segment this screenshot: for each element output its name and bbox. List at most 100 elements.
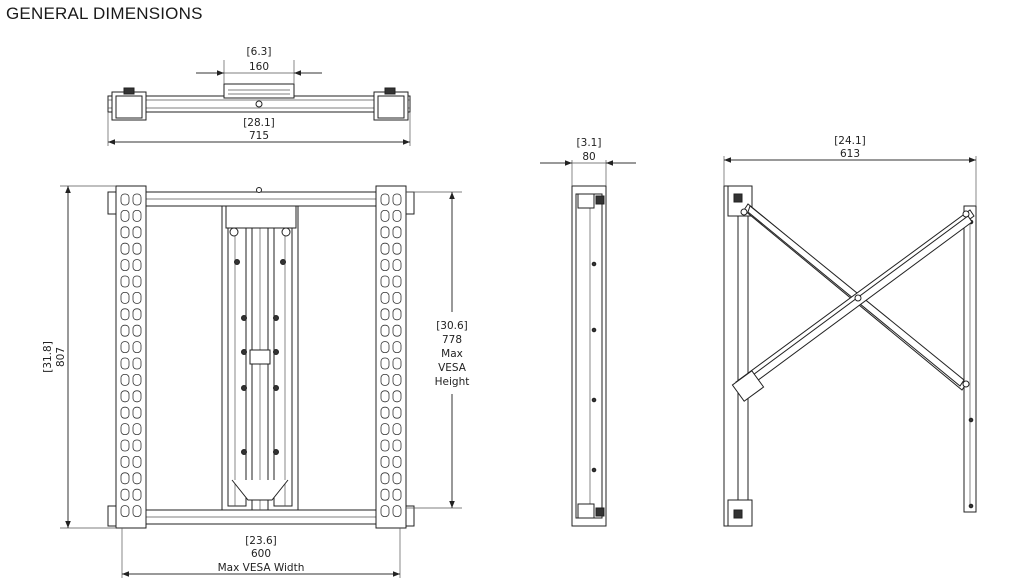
upright-slot	[380, 193, 390, 206]
upright-slot	[120, 242, 130, 255]
upright-slot	[120, 209, 130, 222]
upright-slot	[132, 324, 142, 337]
upright-slot	[380, 423, 390, 436]
upright-slot	[380, 373, 390, 386]
upright-slot	[392, 209, 402, 222]
upright-slot	[120, 324, 130, 337]
upright-slot	[380, 242, 390, 255]
upright-slot	[132, 193, 142, 206]
top-width-inch: [28.1]	[243, 117, 275, 129]
upright-slot	[120, 259, 130, 272]
upright-slot	[392, 472, 402, 485]
upright-slot	[132, 373, 142, 386]
bolt	[273, 449, 279, 455]
upright-slot	[132, 242, 142, 255]
upright-slot	[392, 505, 402, 518]
upright-slot	[380, 439, 390, 452]
upright-slot	[392, 406, 402, 419]
front-right-upright	[375, 185, 407, 529]
bolt	[280, 259, 286, 265]
upright-slot	[120, 390, 130, 403]
upright-slot	[132, 341, 142, 354]
upright-slot	[132, 505, 142, 518]
front-height-inch: [31.8]	[42, 341, 54, 373]
top-view: [6.3] 160 [28.1] 715	[107, 46, 411, 146]
upright-slot	[392, 439, 402, 452]
front-vesa-height-inch: [30.6]	[436, 320, 468, 332]
upright-slot	[380, 341, 390, 354]
bolt	[273, 315, 279, 321]
upright-slot	[132, 259, 142, 272]
side-closed-mm: 80	[582, 151, 595, 163]
upright-slot	[380, 291, 390, 304]
upright-slot	[120, 275, 130, 288]
upright-slot	[380, 275, 390, 288]
side-view-closed: [3.1] 80	[540, 137, 636, 527]
upright-slot	[392, 373, 402, 386]
front-left-upright	[115, 185, 147, 529]
upright-slot	[380, 505, 390, 518]
upright-slot	[392, 275, 402, 288]
upright-slot	[392, 226, 402, 239]
front-vesa-height-label: Height	[435, 376, 470, 388]
upright-slot	[120, 439, 130, 452]
upright-slot	[132, 308, 142, 321]
bolt	[241, 349, 247, 355]
side-closed-inch: [3.1]	[577, 137, 602, 149]
bolt	[273, 385, 279, 391]
upright-slot	[132, 209, 142, 222]
front-vesa-height-max: Max	[441, 348, 463, 360]
upright-slot	[392, 308, 402, 321]
upright-slot	[132, 423, 142, 436]
front-vesa-width-inch: [23.6]	[245, 535, 277, 547]
upright-slot	[380, 455, 390, 468]
upright-slot	[120, 373, 130, 386]
top-width-mm: 715	[249, 130, 269, 142]
front-vesa-height-vesa: VESA	[438, 362, 467, 374]
upright-slot	[392, 390, 402, 403]
upright-slot	[392, 455, 402, 468]
upright-slot	[120, 226, 130, 239]
upright-slot	[392, 242, 402, 255]
upright-slot	[132, 406, 142, 419]
upright-slot	[132, 357, 142, 370]
upright-slot	[120, 505, 130, 518]
upright-slot	[380, 488, 390, 501]
upright-slot	[132, 472, 142, 485]
top-clamp-mm: 160	[249, 61, 269, 73]
upright-slot	[132, 455, 142, 468]
upright-slot	[132, 390, 142, 403]
bolt	[273, 349, 279, 355]
upright-slot	[392, 341, 402, 354]
upright-slot	[380, 324, 390, 337]
side-open-wall-plate	[723, 185, 739, 527]
upright-slot	[392, 259, 402, 272]
upright-slot	[380, 308, 390, 321]
upright-slot	[120, 308, 130, 321]
upright-slot	[120, 291, 130, 304]
upright-slot	[120, 406, 130, 419]
upright-slot	[392, 324, 402, 337]
upright-slot	[392, 193, 402, 206]
bolt	[241, 449, 247, 455]
upright-slot	[120, 488, 130, 501]
side-open-mm: 613	[840, 148, 860, 160]
upright-slot	[392, 488, 402, 501]
front-vesa-width-mm: 600	[251, 548, 271, 560]
upright-slot	[132, 291, 142, 304]
top-clamp-inch: [6.3]	[247, 46, 272, 58]
upright-slot	[120, 423, 130, 436]
upright-slot	[380, 226, 390, 239]
front-height-mm: 807	[55, 347, 67, 367]
mechanism-bolts	[234, 259, 286, 455]
upright-slot	[132, 226, 142, 239]
upright-slot	[380, 390, 390, 403]
upright-slot	[392, 423, 402, 436]
upright-slot	[120, 472, 130, 485]
front-vesa-width-label: Max VESA Width	[218, 562, 305, 574]
right-upright-slots	[380, 193, 402, 518]
page-title: GENERAL DIMENSIONS	[6, 4, 203, 23]
upright-slot	[380, 209, 390, 222]
side-open-inch: [24.1]	[834, 135, 866, 147]
